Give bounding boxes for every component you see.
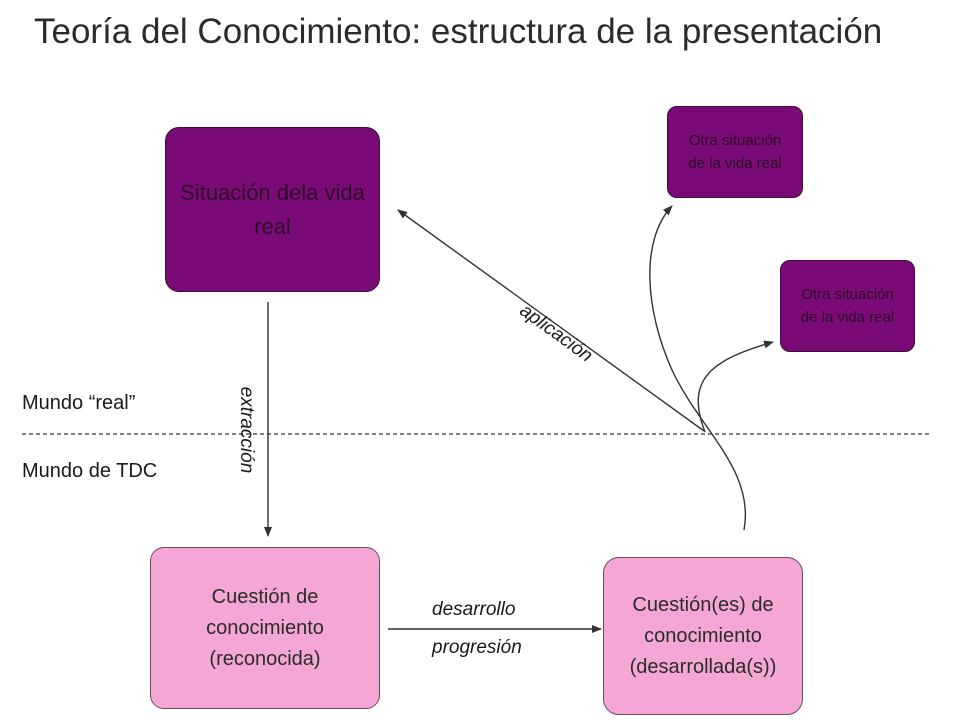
development-label: desarrollo (432, 599, 516, 620)
other-situation-1-line-2: de la vida real (688, 155, 782, 172)
recognized-question-line-1: Cuestión de (211, 585, 319, 608)
real-life-situation-box: Situación dela vida real (165, 127, 380, 292)
developed-question-line-2: conocimiento (644, 624, 762, 647)
real-life-situation-line-2: real (254, 213, 291, 239)
developed-question-line-3: (desarrollada(s)) (629, 655, 777, 678)
recognized-question-line-2: conocimiento (206, 616, 324, 639)
extraction-label: extracción (236, 386, 257, 474)
other-situation-1-line-1: Otra situación (688, 132, 782, 149)
other-situation-box-2: Otra situación de la vida real (780, 260, 915, 352)
tdc-world-label: Mundo de TDC (22, 460, 158, 482)
application-arrow (397, 209, 705, 432)
progression-label: progresión (432, 637, 522, 658)
developed-question-line-1: Cuestión(es) de (632, 593, 774, 616)
other-situation-2-line-2: de la vida real (800, 309, 895, 326)
real-life-situation-line-1: Situación dela vida (180, 179, 365, 205)
developed-question-box: Cuestión(es) de conocimiento (desarrolla… (603, 557, 803, 715)
curve-to-other-situation-2 (697, 340, 774, 433)
other-situation-box-1: Otra situación de la vida real (667, 106, 803, 198)
curve-to-other-situation-1 (649, 205, 747, 531)
slide-title: Teoría del Conocimiento: estructura de l… (34, 12, 883, 51)
recognized-question-line-3: (reconocida) (209, 647, 321, 670)
other-situation-2-line-1: Otra situación (801, 286, 894, 303)
real-world-label: Mundo “real” (22, 392, 136, 414)
recognized-question-box: Cuestión de conocimiento (reconocida) (150, 547, 380, 709)
